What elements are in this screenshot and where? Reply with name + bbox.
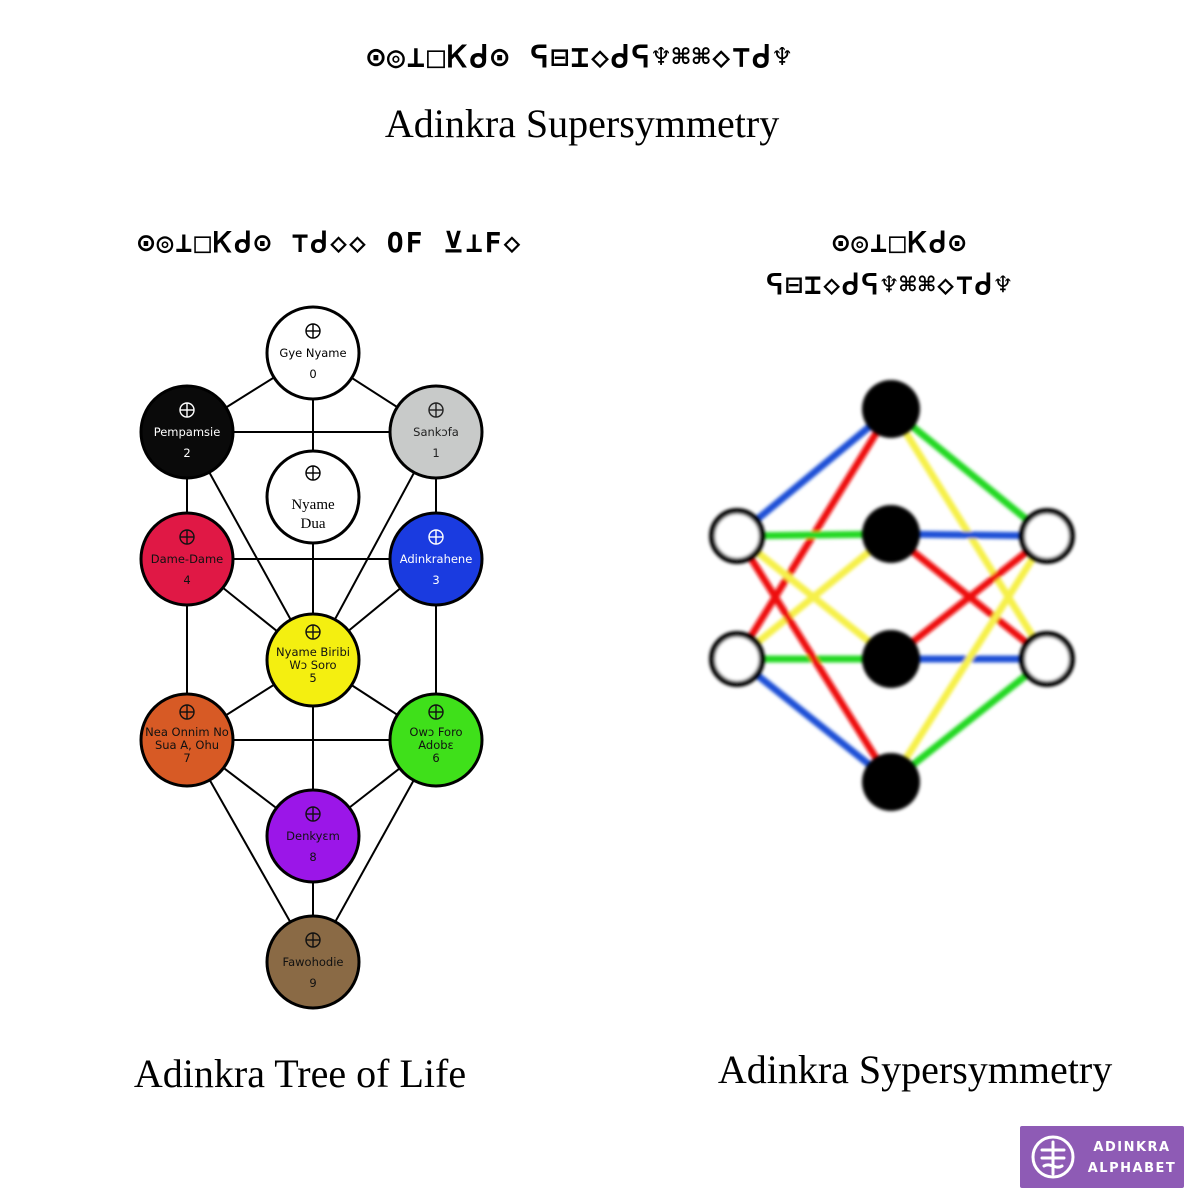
susy-node-open bbox=[709, 631, 765, 687]
tree-node-number: 0 bbox=[309, 367, 316, 381]
tree-of-life-diagram: Gye Nyame0Sankɔfa1Pempamsie2NyameDuaAdin… bbox=[139, 305, 484, 1010]
susy-edge-green bbox=[887, 655, 1051, 786]
susy-caption: Adinkra Sypersymmetry bbox=[717, 1047, 1113, 1092]
susy-edge-yellow bbox=[887, 532, 1051, 786]
adinkra-symbol-icon bbox=[428, 402, 444, 418]
susy-edge-blue bbox=[733, 655, 895, 786]
tree-node-label: Denkyɛm bbox=[286, 829, 340, 843]
tree-node-number: 5 bbox=[309, 671, 316, 685]
susy-node-filled bbox=[862, 630, 920, 688]
adinkra-symbol-icon bbox=[305, 806, 321, 822]
tree-node-label: Adinkrahene bbox=[400, 552, 473, 566]
tree-node: Dame-Dame 4 bbox=[139, 511, 235, 607]
logo-symbol-icon bbox=[1031, 1135, 1075, 1179]
susy-title-glyphs-line2: ᕋ⊟⌶◇ᑯᕋ♆⌘⌘◇⊤ᑯ♆ bbox=[766, 268, 1014, 301]
logo-line-1: ADINKRA bbox=[1093, 1140, 1171, 1155]
tree-node-circle bbox=[265, 788, 361, 884]
adinkra-symbol-icon bbox=[179, 529, 195, 545]
tree-node-number: 9 bbox=[309, 976, 316, 990]
adinkra-symbol-icon bbox=[428, 704, 444, 720]
adinkra-symbol-icon bbox=[179, 402, 195, 418]
tree-node-circle bbox=[388, 384, 484, 480]
adinkra-symbol-icon bbox=[305, 624, 321, 640]
tree-node-label: Sua A, Ohu bbox=[155, 738, 219, 752]
tree-node-circle bbox=[265, 305, 361, 401]
susy-node-filled bbox=[862, 380, 920, 438]
tree-node-number: 7 bbox=[183, 751, 190, 765]
tree-nodes: Gye Nyame0Sankɔfa1Pempamsie2NyameDuaAdin… bbox=[139, 305, 484, 1010]
main-title: Adinkra Supersymmetry bbox=[384, 101, 780, 146]
tree-node-circle bbox=[265, 449, 361, 545]
logo-text: ADINKRA ALPHABET bbox=[1084, 1137, 1180, 1179]
adinkra-alphabet-logo: ADINKRA ALPHABET bbox=[1020, 1126, 1184, 1188]
susy-edge-blue bbox=[733, 405, 895, 540]
tree-node-number: 3 bbox=[432, 573, 439, 587]
susy-edge-green bbox=[887, 405, 1051, 540]
tree-node-number: 2 bbox=[183, 446, 190, 460]
tree-node-number: 6 bbox=[432, 751, 439, 765]
adinkra-symbol-icon bbox=[305, 323, 321, 339]
tree-node: Gye Nyame 0 bbox=[265, 305, 361, 401]
tree-node-label: Nyame bbox=[291, 497, 335, 513]
tree-node: Denkyɛm 8 bbox=[265, 788, 361, 884]
tree-node-label: Dame-Dame bbox=[151, 552, 224, 566]
tree-node: Fawohodie 9 bbox=[265, 914, 361, 1010]
tree-node-label: Gye Nyame bbox=[279, 346, 346, 360]
logo-line-2: ALPHABET bbox=[1087, 1161, 1177, 1176]
susy-node-filled bbox=[862, 753, 920, 811]
tree-node-circle bbox=[139, 511, 235, 607]
supersymmetry-graph bbox=[709, 380, 1075, 811]
tree-node-circle bbox=[388, 511, 484, 607]
susy-edges bbox=[733, 405, 1051, 786]
susy-node-open bbox=[1019, 508, 1075, 564]
tree-node-number: 1 bbox=[432, 446, 439, 460]
tree-node-number: 4 bbox=[183, 573, 190, 587]
susy-edge-red bbox=[733, 532, 895, 786]
tree-node-label: Adobɛ bbox=[418, 738, 454, 752]
tree-title-glyphs: ⊙◎⊥□Ꮶᑯ⊙ ⊤ᑯ◇◇ OF ⊻⊥F◇ bbox=[137, 226, 523, 259]
susy-edge-yellow bbox=[733, 530, 895, 663]
tree-node-label: Sankɔfa bbox=[413, 425, 459, 439]
susy-nodes bbox=[709, 380, 1075, 811]
tree-node-circle bbox=[265, 914, 361, 1010]
adinkra-symbol-icon bbox=[305, 932, 321, 948]
tree-node-circle bbox=[139, 692, 235, 788]
tree-node: Pempamsie 2 bbox=[139, 384, 235, 480]
tree-node-circle bbox=[265, 612, 361, 708]
tree-node-label: Wɔ Soro bbox=[289, 658, 336, 672]
tree-node-number: 8 bbox=[309, 850, 316, 864]
susy-node-open bbox=[1019, 631, 1075, 687]
tree-node-circle bbox=[139, 384, 235, 480]
tree-node: Sankɔfa 1 bbox=[388, 384, 484, 480]
susy-node-open bbox=[709, 508, 765, 564]
tree-node-label: Dua bbox=[301, 516, 326, 532]
main-title-glyphs: ⊙◎⊥□Ꮶᑯ⊙ ᕋ⊟⌶◇ᑯᕋ♆⌘⌘◇⊤ᑯ♆ bbox=[366, 40, 794, 75]
tree-node: Adinkrahene 3 bbox=[388, 511, 484, 607]
tree-node-label: Nyame Biribi bbox=[276, 645, 350, 659]
adinkra-symbol-icon bbox=[179, 704, 195, 720]
susy-edge-red bbox=[887, 530, 1051, 663]
susy-node-filled bbox=[862, 505, 920, 563]
susy-title-glyphs-line1: ⊙◎⊥□Ꮶᑯ⊙ bbox=[832, 226, 968, 259]
tree-node-circle bbox=[388, 692, 484, 788]
tree-caption: Adinkra Tree of Life bbox=[133, 1051, 467, 1096]
adinkra-symbol-icon bbox=[305, 465, 321, 481]
tree-node-label: Nea Onnim No bbox=[145, 725, 229, 739]
tree-node-label: Owɔ Foro bbox=[409, 725, 462, 739]
adinkra-symbol-icon bbox=[428, 529, 444, 545]
tree-node-label: Pempamsie bbox=[154, 425, 221, 439]
tree-node-label: Fawohodie bbox=[283, 955, 344, 969]
